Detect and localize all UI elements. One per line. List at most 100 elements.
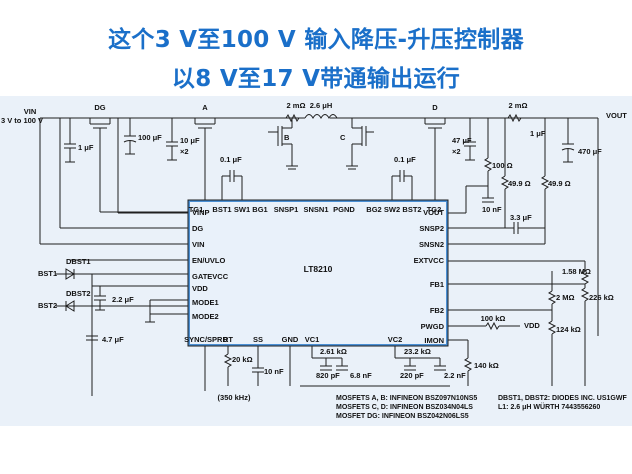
title-block: 这个3 V至100 V 输入降压-升压控制器 以8 V至17 V带通输出运行 <box>0 0 632 92</box>
ic-pin-bottom: SYNC/SPRD <box>184 335 228 344</box>
circuit-schematic: TG1BST1SW1BG1SNSP1SNSN1PGNDBG2SW2BST2TG2… <box>1 101 628 420</box>
ic-pin-right: SNSP2 <box>419 224 444 233</box>
input-caps <box>64 118 178 163</box>
r-vc1-label: 2.61 kΩ <box>320 347 347 356</box>
note-line: MOSFET DG: INFINEON BSZ042N06LS5 <box>336 413 469 420</box>
r-fb1-bot-label: 226 kΩ <box>589 293 614 302</box>
ic-pin-bottom: VC2 <box>388 335 403 344</box>
r-rt-label: 20 kΩ <box>232 355 253 364</box>
title-line-2: 以8 V至17 V带通输出运行 <box>171 66 461 92</box>
ic-pin-left: EN/UVLO <box>192 256 226 265</box>
label-c: C <box>340 133 346 142</box>
ic-pin-top: PGND <box>333 205 355 214</box>
d-bst1-label: DBST1 <box>66 257 91 266</box>
ic-pin-top: BST2 <box>402 205 421 214</box>
c-vc2-b-label: 2.2 nF <box>444 371 466 380</box>
vin-range-label: 3 V to 100 V <box>1 116 43 125</box>
ic-pin-bottom: GND <box>282 335 299 344</box>
c-in-2-label: 100 μF <box>138 133 162 142</box>
ic-pin-left: VDD <box>192 284 208 293</box>
ic-pin-top: SNSP1 <box>274 205 299 214</box>
label-b: B <box>284 133 290 142</box>
r-vout-label: 100 Ω <box>492 161 513 170</box>
ic-pin-right: FB1 <box>430 280 444 289</box>
c-bst1-label: 0.1 μF <box>220 155 242 164</box>
label-a: A <box>202 103 208 112</box>
c-gatevcc-label: 2.2 μF <box>112 295 134 304</box>
label-d: D <box>432 103 438 112</box>
output-caps <box>464 118 575 163</box>
rt-frequency-label: (350 kHz) <box>218 393 251 402</box>
bst-caps <box>221 170 413 200</box>
d-bst2-label: DBST2 <box>66 289 91 298</box>
mosfet-c <box>346 118 374 170</box>
r-imon-label: 140 kΩ <box>474 361 499 370</box>
ic-pin-top: SNSN1 <box>303 205 328 214</box>
ic-pin-top: TG1 <box>189 205 204 214</box>
bst-diodes <box>56 268 75 312</box>
ic-part-label: LT8210 <box>304 264 333 274</box>
bst2-net-label: BST2 <box>38 301 57 310</box>
ic-pin-left: VINP <box>192 208 210 217</box>
vdd-net-label: VDD <box>524 321 540 330</box>
ic-pin-left: DG <box>192 224 203 233</box>
r-fb2-top-label: 2 MΩ <box>556 293 575 302</box>
note-line: DBST1, DBST2: DIODES INC. US1GWF <box>498 395 627 402</box>
inductor-label: 2.6 μH <box>310 101 333 110</box>
ic-pin-right: VOUT <box>423 208 444 217</box>
c-out-1-label: 47 μF <box>452 136 472 145</box>
footer-area <box>0 426 632 474</box>
ic-pin-right: SNSN2 <box>419 240 444 249</box>
ic-pin-right: PWGD <box>421 322 445 331</box>
c-sense-label: 3.3 μF <box>510 213 532 222</box>
ic-pin-top: BG1 <box>252 205 267 214</box>
shunt-out-label: 2 mΩ <box>509 101 528 110</box>
c-out-1uf-label: 1 μF <box>530 129 546 138</box>
ic-pin-top: SW2 <box>384 205 400 214</box>
ic-pin-left: MODE1 <box>192 298 219 307</box>
mosfet-b <box>268 118 298 170</box>
ic-pin-left: MODE2 <box>192 312 219 321</box>
r-pwgd-label: 100 kΩ <box>481 314 506 323</box>
ic-pin-bottom: VC1 <box>305 335 320 344</box>
bst1-net-label: BST1 <box>38 269 57 278</box>
title-line-1: 这个3 V至100 V 输入降压-升压控制器 <box>108 27 524 53</box>
ic-pin-left: GATEVCC <box>192 272 229 281</box>
c-vout-label: 10 nF <box>482 205 502 214</box>
note-line: MOSFETS C, D: INFINEON BSZ034N04LS <box>336 404 473 411</box>
r-fb1-top-label: 1.58 MΩ <box>562 267 591 276</box>
bottom-wiring <box>204 321 520 391</box>
note-line: L1: 2.6 μH WÜRTH 7443556260 <box>498 402 600 411</box>
r-sense-2-label: 49.9 Ω <box>548 179 571 188</box>
c-vc2-a-label: 220 pF <box>400 371 424 380</box>
r-fb2-bot-label: 124 kΩ <box>556 325 581 334</box>
mosfet-d <box>424 118 446 200</box>
shunt-in-label: 2 mΩ <box>287 101 306 110</box>
c-out-1-count: ×2 <box>452 147 461 156</box>
vout-label: VOUT <box>606 111 627 120</box>
ic-pin-bottom: RT <box>223 335 233 344</box>
ic-pin-left: VIN <box>192 240 205 249</box>
label-dg: DG <box>94 103 105 112</box>
inductor-symbol <box>304 114 338 120</box>
ic-pin-top: BG2 <box>366 205 381 214</box>
c-in-3-label: 10 μF <box>180 136 200 145</box>
feedback-dividers <box>448 118 599 386</box>
c-out-bulk-label: 470 μF <box>578 147 602 156</box>
c-in-3-count: ×2 <box>180 147 189 156</box>
ic-pin-right: EXTVCC <box>414 256 445 265</box>
ic-pin-right: FB2 <box>430 306 444 315</box>
shunt-out-symbol <box>507 113 522 123</box>
c-vc1-a-label: 820 pF <box>316 371 340 380</box>
ic-pin-bottom: SS <box>253 335 263 344</box>
ic-pin-top: BST1 <box>212 205 231 214</box>
left-wiring <box>39 118 188 396</box>
mosfet-a <box>194 118 216 200</box>
c-vc1-b-label: 6.8 nF <box>350 371 372 380</box>
r-sense-1-label: 49.9 Ω <box>508 179 531 188</box>
ic-body-inner <box>190 202 446 344</box>
output-sense-network <box>448 118 550 245</box>
note-line: MOSFETS A, B: INFINEON BSZ097N10NS5 <box>336 395 477 402</box>
c-vdd-label: 4.7 μF <box>102 335 124 344</box>
